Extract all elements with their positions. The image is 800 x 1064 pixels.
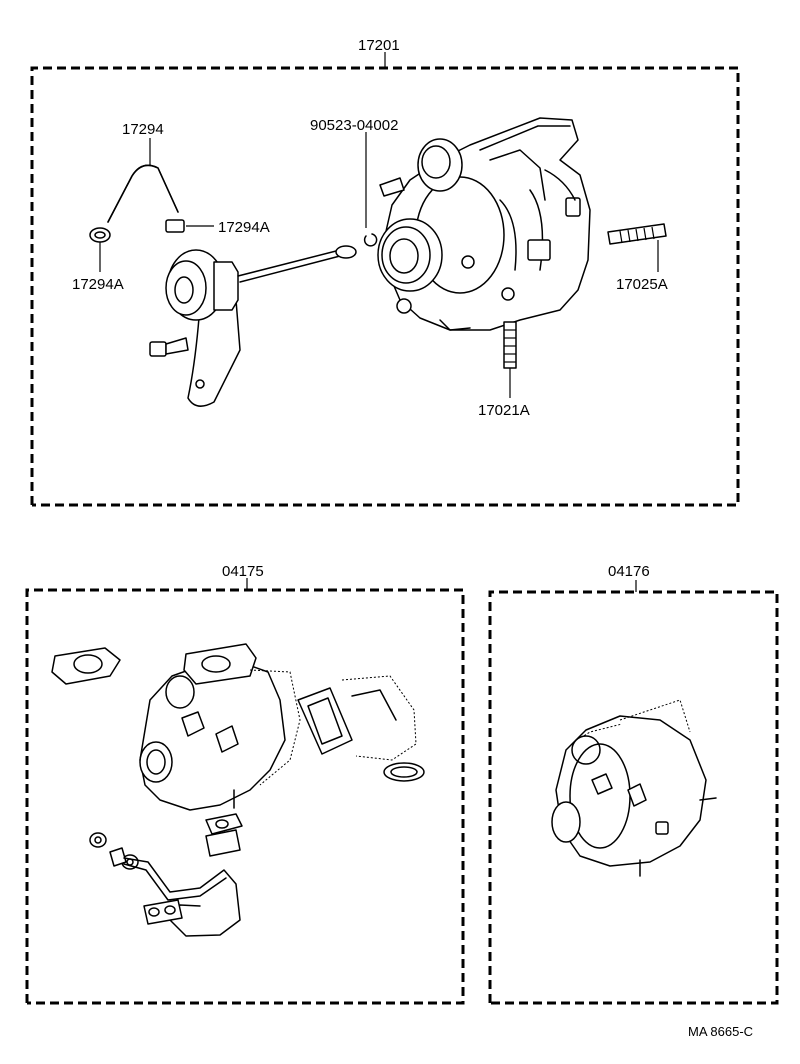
clip-left-part-number: 17294A <box>72 276 124 293</box>
wastegate-actuator <box>165 245 357 407</box>
mounting-bolt <box>149 337 189 357</box>
gasket-kit-b-part-number: 04176 <box>608 563 650 580</box>
stud-bottom <box>503 321 517 398</box>
assembly-frame <box>30 52 740 507</box>
gasket-kit-frame <box>25 578 465 1005</box>
gasket-kit-part-number: 04175 <box>222 563 264 580</box>
clip-right-part-number: 17294A <box>218 219 270 236</box>
hose-clip-left <box>89 227 111 272</box>
gasket-kit-illustration <box>51 643 425 937</box>
vacuum-hose <box>107 138 179 223</box>
hose-clip-right <box>165 219 214 233</box>
stud-bottom-part-number: 17021A <box>478 402 530 419</box>
stud-right-part-number: 17025A <box>616 276 668 293</box>
assembly-part-number: 17201 <box>358 37 400 54</box>
drawing-reference: MA 8665-C <box>688 1024 753 1039</box>
gasket-kit-b-frame <box>488 580 779 1005</box>
stud-right <box>607 223 667 272</box>
retaining-ring <box>363 132 378 247</box>
turbocharger-body <box>377 117 591 331</box>
hose-part-number: 17294 <box>122 121 164 138</box>
gasket-kit-b-illustration <box>551 699 717 877</box>
ring-part-number: 90523-04002 <box>310 117 398 134</box>
